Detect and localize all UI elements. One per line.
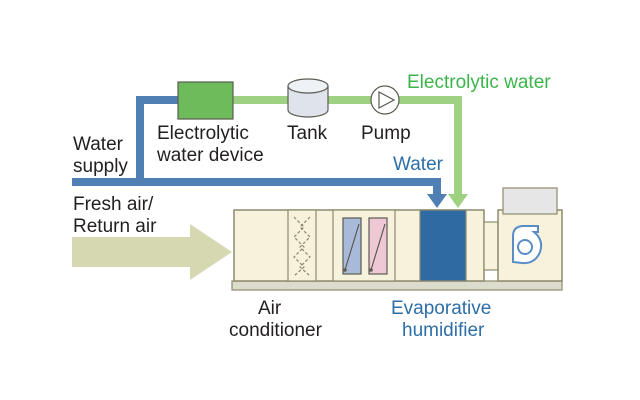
fan-motor <box>502 187 558 215</box>
evaporative-humidifier-block <box>419 209 467 282</box>
electrolytic-water-device <box>177 81 234 120</box>
duct-connector <box>483 221 499 271</box>
water-pipe-arrowhead <box>427 194 447 208</box>
pump-label: Pump <box>361 123 411 144</box>
water-label: Water <box>393 154 444 175</box>
cooling-coil-dot <box>343 268 347 272</box>
unit-base-rail <box>231 280 563 291</box>
fan-hub-icon <box>517 239 533 255</box>
humidifier-label: Evaporative <box>391 298 491 319</box>
air-flow-arrow <box>72 224 232 280</box>
tank-label: Tank <box>287 123 328 144</box>
filter-zigzag-2 <box>299 216 311 277</box>
fresh-air-label-2: Return air <box>73 216 157 237</box>
water-supply-label-2: supply <box>73 156 128 177</box>
air-conditioner-label: Air <box>258 298 282 319</box>
electrolytic-device-label: Electrolytic <box>157 123 249 144</box>
pump-icon <box>370 85 400 115</box>
fresh-air-label: Fresh air/ <box>73 194 154 215</box>
water-pipe <box>72 96 441 196</box>
water-supply-label: Water <box>73 134 124 155</box>
heating-coil-dot <box>369 268 373 272</box>
heating-coil-line <box>370 223 386 271</box>
filter-section <box>287 209 317 282</box>
humidifier-label-2: humidifier <box>402 320 485 341</box>
filter-zigzag <box>293 216 305 277</box>
electrolytic-water-arrowhead <box>448 194 468 208</box>
cooling-coil-line <box>344 223 360 271</box>
electrolytic-device-label-2: water device <box>156 145 264 166</box>
tank-icon <box>287 78 329 118</box>
fan-icon <box>512 225 543 265</box>
air-conditioner-label-2: conditioner <box>229 320 323 341</box>
electrolytic-water-label: Electrolytic water <box>407 72 551 93</box>
